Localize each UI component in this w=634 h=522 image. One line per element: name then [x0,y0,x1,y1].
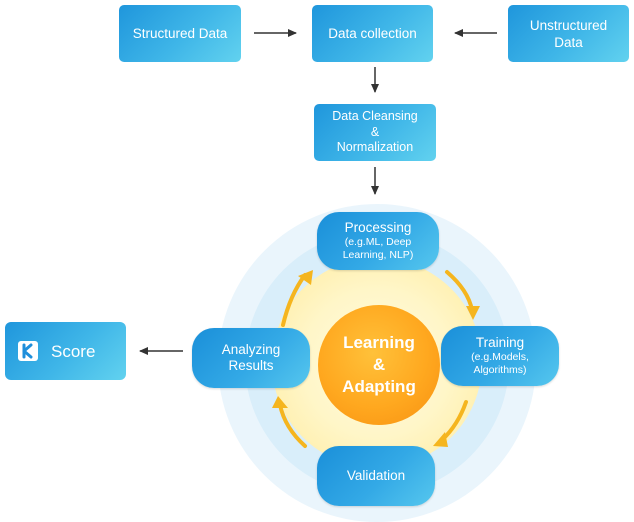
cleansing-label-line1: Data Cleansing [332,109,418,124]
data-cleansing-box: Data Cleansing & Normalization [314,104,436,161]
training-title: Training [475,335,525,350]
cycle-arrowheads [272,270,480,447]
data-collection-box: Data collection [312,5,433,62]
processing-sub-line1: (e.g.ML, Deep [344,236,412,248]
unstructured-data-label-line1: Unstructured [529,17,608,33]
processing-node: Processing (e.g.ML, Deep Learning, NLP) [317,212,439,270]
validation-label: Validation [346,468,406,483]
training-node: Training (e.g.Models, Algorithms) [441,326,559,386]
cleansing-label-line3: Normalization [336,140,414,155]
learning-adapting-core: Learning & Adapting [318,305,440,425]
validation-node: Validation [317,446,435,506]
data-collection-label: Data collection [328,26,417,41]
arrowhead-analyzing [272,396,288,408]
k-logo-icon [18,341,38,361]
structured-data-label: Structured Data [132,26,228,41]
arrowhead-training [466,306,480,320]
cleansing-label-line2: & [370,124,380,139]
analyzing-label-line2: Results [228,358,274,373]
processing-sub-line2: Learning, NLP) [342,249,414,261]
arrowhead-validation [433,432,448,447]
processing-title: Processing [344,220,412,235]
unstructured-data-box: Unstructured Data [508,5,629,62]
structured-data-box: Structured Data [119,5,241,62]
center-label-line2: & [372,355,386,374]
training-sub-line1: (e.g.Models, [471,351,529,363]
analyzing-results-node: Analyzing Results [192,328,310,388]
arrowhead-processing [298,270,313,285]
arrow-validation-to-analyzing [278,403,307,448]
score-label: Score [51,341,96,361]
score-box: Score [5,322,126,380]
center-label-line3: Adapting [342,377,416,396]
unstructured-data-label-line2: Data [554,34,583,50]
analyzing-label-line1: Analyzing [221,342,281,357]
center-label-line1: Learning [343,333,415,352]
training-sub-line2: Algorithms) [473,364,527,376]
